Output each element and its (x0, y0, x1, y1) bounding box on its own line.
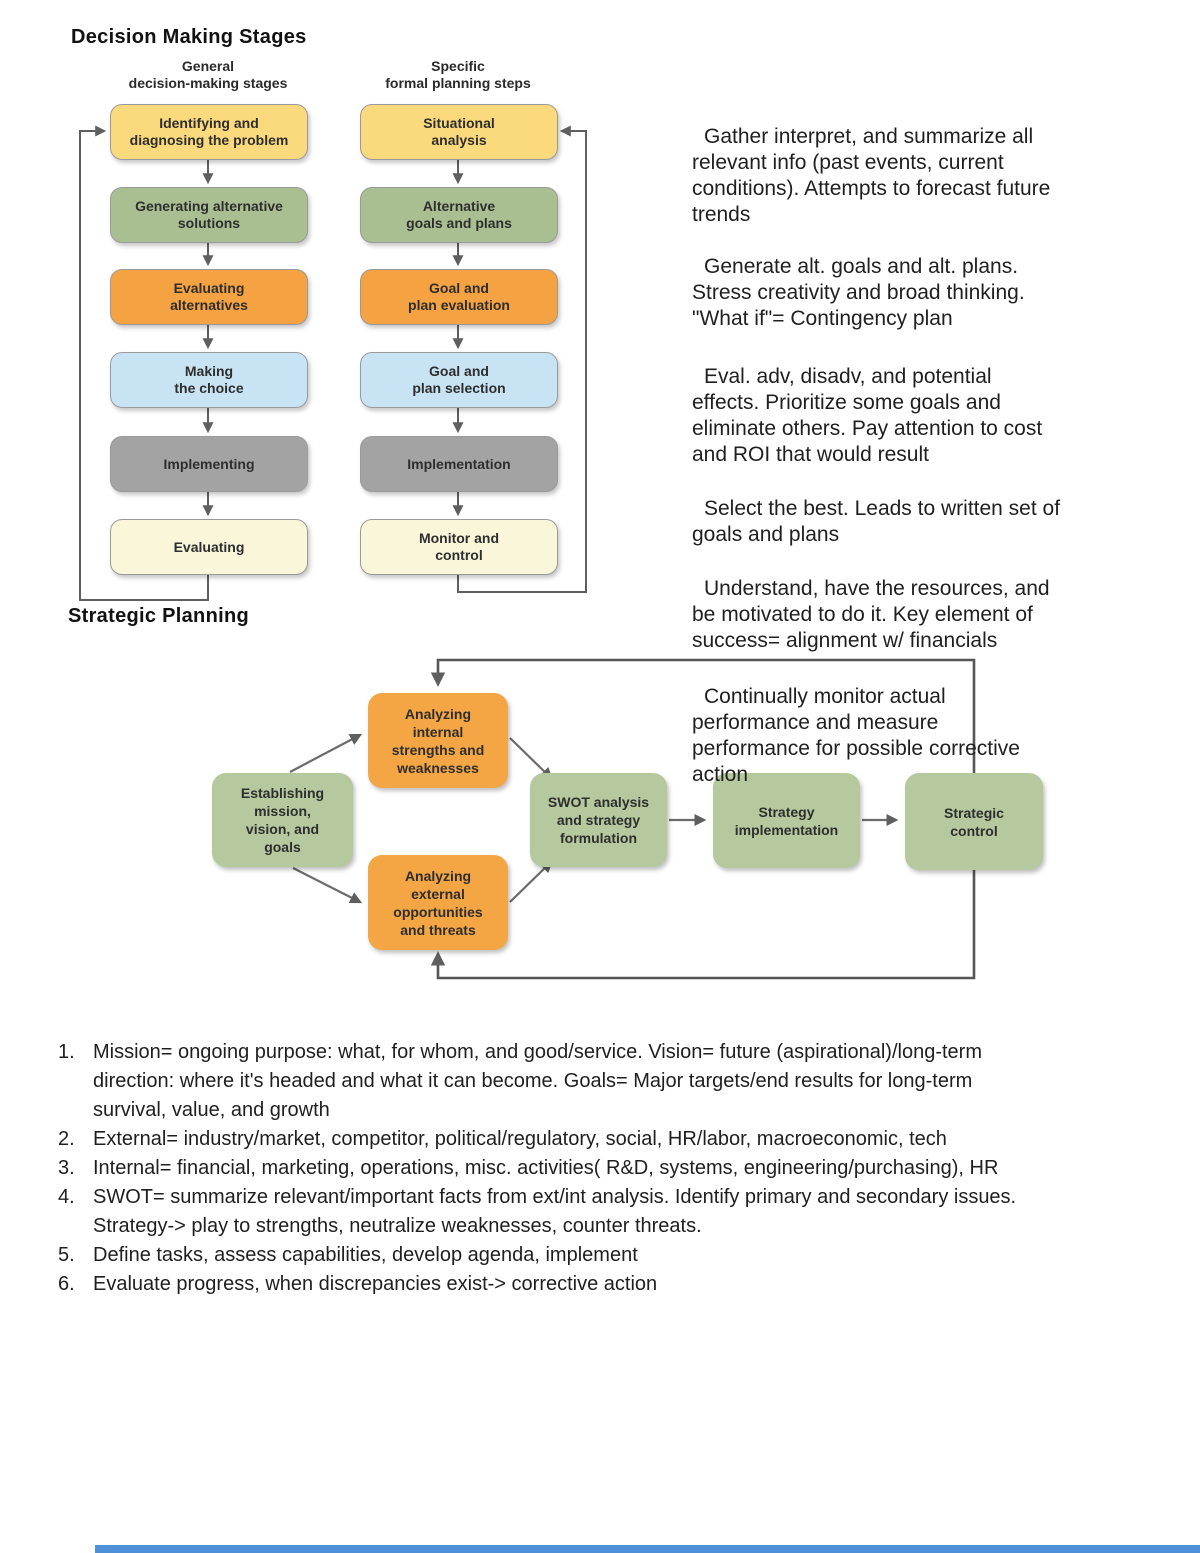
strategic-planning-title: Strategic Planning (68, 605, 249, 627)
flow-box-alternative-goals: Alternative goals and plans (360, 187, 558, 243)
feedback-loop-right (457, 125, 587, 593)
flow-box-situational-analysis: Situational analysis (360, 104, 558, 160)
note-item-1: 1. Mission= ongoing purpose: what, for w… (58, 1038, 1136, 1125)
annotation-monitor-control: Continually monitor actual performance a… (692, 685, 1020, 786)
annotation-goal-plan-evaluation: Eval. adv, disadv, and potential effects… (692, 365, 1043, 466)
annotation-implementation: Understand, have the resources, and be m… (692, 577, 1050, 652)
flow-box-making-choice: Making the choice (110, 352, 308, 408)
note-number: 2. (58, 1128, 75, 1150)
note-item-3: 3. Internal= financial, marketing, opera… (58, 1154, 1136, 1183)
note-text: Evaluate progress, when discrepancies ex… (93, 1273, 658, 1295)
strategic-box-strategic-control: Strategic control (905, 773, 1043, 870)
note-number: 4. (58, 1186, 75, 1208)
strategic-loop-bottom (430, 840, 976, 980)
arrow-mission-internal (289, 733, 363, 773)
annotation-alternative-goals: Generate alt. goals and alt. plans. Stre… (692, 255, 1025, 330)
flow-box-goal-plan-evaluation: Goal and plan evaluation (360, 269, 558, 325)
flow-box-implementation: Implementation (360, 436, 558, 492)
note-text: SWOT= summarize relevant/important facts… (93, 1186, 1017, 1237)
note-text: External= industry/market, competitor, p… (93, 1128, 947, 1150)
strategic-box-internal-analysis: Analyzing internal strengths and weaknes… (368, 693, 508, 788)
feedback-loop-left (79, 125, 209, 601)
note-number: 3. (58, 1157, 75, 1179)
page-title: Decision Making Stages (71, 26, 307, 48)
arrow-external-swot (509, 860, 553, 903)
strategic-box-mission-vision-goals: Establishing mission, vision, and goals (212, 773, 353, 867)
flow-box-goal-plan-selection: Goal and plan selection (360, 352, 558, 408)
annotation-situational-analysis: Gather interpret, and summarize all rele… (692, 125, 1051, 226)
flow-box-generating-solutions: Generating alternative solutions (110, 187, 308, 243)
note-item-2: 2. External= industry/market, competitor… (58, 1125, 1136, 1154)
note-number: 6. (58, 1273, 75, 1295)
note-text: Mission= ongoing purpose: what, for whom… (93, 1041, 982, 1121)
annotation-goal-plan-selection: Select the best. Leads to written set of… (692, 497, 1061, 546)
arrow-mission-external (292, 867, 363, 904)
bottom-blue-bar (95, 1545, 1200, 1553)
strategic-loop-top (430, 658, 976, 800)
column-header-general: General decision-making stages (128, 58, 288, 91)
flow-box-evaluating-alternatives: Evaluating alternatives (110, 269, 308, 325)
strategic-box-strategy-implementation: Strategy implementation (713, 773, 860, 868)
flow-box-identifying-problem: Identifying and diagnosing the problem (110, 104, 308, 160)
column-header-specific: Specific formal planning steps (385, 58, 531, 91)
note-item-4: 4. SWOT= summarize relevant/important fa… (58, 1183, 1136, 1241)
note-item-5: 5. Define tasks, assess capabilities, de… (58, 1241, 1136, 1270)
flow-box-implementing: Implementing (110, 436, 308, 492)
note-text: Internal= financial, marketing, operatio… (93, 1157, 999, 1179)
notes-list: 1. Mission= ongoing purpose: what, for w… (58, 1038, 1136, 1299)
flow-box-monitor-control: Monitor and control (360, 519, 558, 575)
note-number: 1. (58, 1041, 75, 1063)
strategic-box-swot: SWOT analysis and strategy formulation (530, 773, 667, 867)
flow-box-evaluating: Evaluating (110, 519, 308, 575)
note-text: Define tasks, assess capabilities, devel… (93, 1244, 638, 1266)
note-number: 5. (58, 1244, 75, 1266)
strategic-box-external-analysis: Analyzing external opportunities and thr… (368, 855, 508, 950)
arrow-internal-swot (509, 737, 553, 780)
note-item-6: 6. Evaluate progress, when discrepancies… (58, 1270, 1136, 1299)
